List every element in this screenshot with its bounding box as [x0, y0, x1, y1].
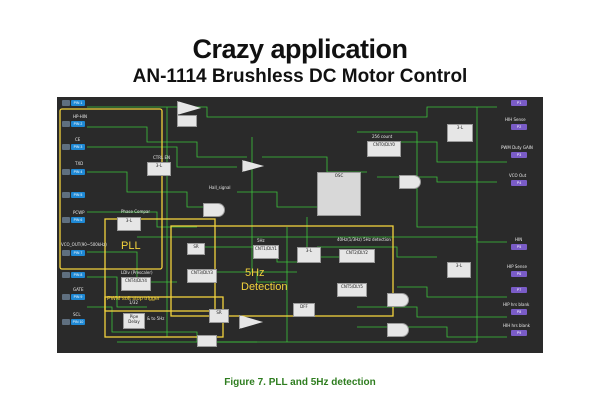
detect-label-line2: Detection: [241, 281, 288, 293]
output-pin-5[interactable]: P5: [511, 244, 527, 250]
input-pin-1[interactable]: PIN 1: [62, 100, 85, 106]
counter-block-2[interactable]: CNT2/DLY2: [339, 249, 375, 263]
ctrl-en-label: CTRL EN: [153, 155, 171, 160]
input-pin-5[interactable]: PIN 5: [62, 192, 85, 198]
fdiv-label: & to 5Hz: [147, 316, 165, 321]
output-pin-3[interactable]: P3: [511, 152, 527, 158]
output-pin-6[interactable]: P6: [511, 271, 527, 277]
output-label-hip-sense: HIP Sense: [507, 264, 527, 269]
input-pin-8[interactable]: PIN 8: [62, 272, 85, 278]
wires: [87, 106, 507, 343]
input-label-scl: SCL: [73, 312, 81, 317]
input-label-txd: TXD: [75, 161, 84, 166]
counter-block-3[interactable]: CNT3/DLY3: [187, 269, 217, 283]
prescaler-block[interactable]: CNT4/DLY4: [121, 277, 151, 291]
output-pin-8[interactable]: P8: [511, 309, 527, 315]
lut-block-1[interactable]: 3-L: [447, 124, 473, 142]
sdet-label: 5Hz: [257, 238, 265, 243]
figure-caption: Figure 7. PLL and 5Hz detection: [224, 377, 376, 388]
output-pin-4[interactable]: P4: [511, 180, 527, 186]
dff-block[interactable]: DFF: [293, 303, 315, 317]
pll-label: PLL: [121, 240, 141, 252]
input-pin-3[interactable]: PIN 3: [62, 144, 85, 150]
and-gate-1[interactable]: [203, 203, 225, 217]
input-label-hp-hin: HP-HIN: [73, 114, 87, 119]
output-pin-7[interactable]: P7: [511, 287, 527, 293]
input-pin-2[interactable]: PIN 2: [62, 121, 85, 127]
input-label-ce: CE: [75, 137, 81, 142]
pll-input-frame: [59, 108, 163, 270]
div-label: 1/32: [129, 300, 138, 305]
input-pin-9[interactable]: PIN 9: [62, 294, 85, 300]
input-pin-6[interactable]: PIN 6: [62, 217, 85, 223]
count-256-label: 256 count: [372, 134, 393, 139]
detect-label: 40Hz(1/3Hz) 5Hz detection: [337, 237, 391, 242]
counter-block-4[interactable]: CNT5/DLY5: [337, 283, 367, 297]
page-subtitle: AN-1114 Brushless DC Motor Control: [132, 66, 468, 87]
lut-block-2[interactable]: 3-L: [297, 247, 321, 263]
xor-gate[interactable]: [399, 175, 421, 189]
sr-block-2[interactable]: SR: [209, 309, 229, 323]
phase-comp-block[interactable]: 3-L: [117, 217, 141, 231]
counter-block-0[interactable]: CNT0/DLY0: [367, 141, 401, 157]
inverter-block[interactable]: [177, 115, 197, 127]
prescaler-label: LDIv (Prescaler): [121, 270, 153, 275]
osc-block[interactable]: OSC: [317, 172, 361, 216]
output-label-hih-hrs-blank: HIH hrs blank: [503, 323, 530, 328]
input-label-pcwp: PCWP: [73, 210, 85, 215]
pll-frame: [104, 218, 216, 312]
and-gate-2[interactable]: [387, 293, 409, 307]
output-label-vco-out: VCO Out: [509, 173, 527, 178]
pipe-delay-block[interactable]: Pipe Delay: [123, 313, 145, 329]
input-pin-10[interactable]: PIN 10: [62, 319, 85, 325]
counter-block-1[interactable]: CNT1/DLY1: [253, 245, 279, 259]
input-label-vco-out: VCO_OUT(90~500kHz): [61, 242, 107, 247]
output-label-hip-hrs-blank: HIP hrs blank: [503, 302, 530, 307]
lut-block-3[interactable]: 3-L: [447, 262, 471, 278]
output-label-hin: HIN: [515, 237, 523, 242]
output-pin-2[interactable]: P2: [511, 124, 527, 130]
pwm-label: PWM soft stop trigger: [107, 296, 160, 302]
detect-label-line1: 5Hz: [245, 267, 265, 279]
phase-comp-label: Phase Compar: [121, 209, 150, 214]
inverter-block-2[interactable]: [197, 335, 217, 347]
schematic-canvas[interactable]: PIN 1 HP-HIN PIN 2 CE PIN 3 TXD PIN 4 PI…: [57, 97, 543, 353]
output-pin-1[interactable]: P1: [511, 100, 527, 106]
output-pin-9[interactable]: P9: [511, 330, 527, 336]
output-label-hih-sense: HIH Sense: [505, 117, 526, 122]
page-title: Crazy application: [192, 34, 408, 64]
ctrl-en-block[interactable]: 3-L: [147, 162, 171, 176]
wire-layer: [59, 106, 507, 343]
and-gate-3[interactable]: [387, 323, 409, 337]
detection-frame: [170, 225, 394, 317]
highlight-frames: [59, 108, 394, 338]
hall-signal-label: Hall_signal: [209, 185, 231, 190]
input-pin-7[interactable]: PIN 7: [62, 250, 85, 256]
input-pin-4[interactable]: PIN 4: [62, 169, 85, 175]
sr-block[interactable]: SR: [187, 243, 205, 255]
input-label-gate: GATE: [73, 287, 84, 292]
output-label-pwm-duty: PWM Duty GAIN: [501, 145, 533, 150]
